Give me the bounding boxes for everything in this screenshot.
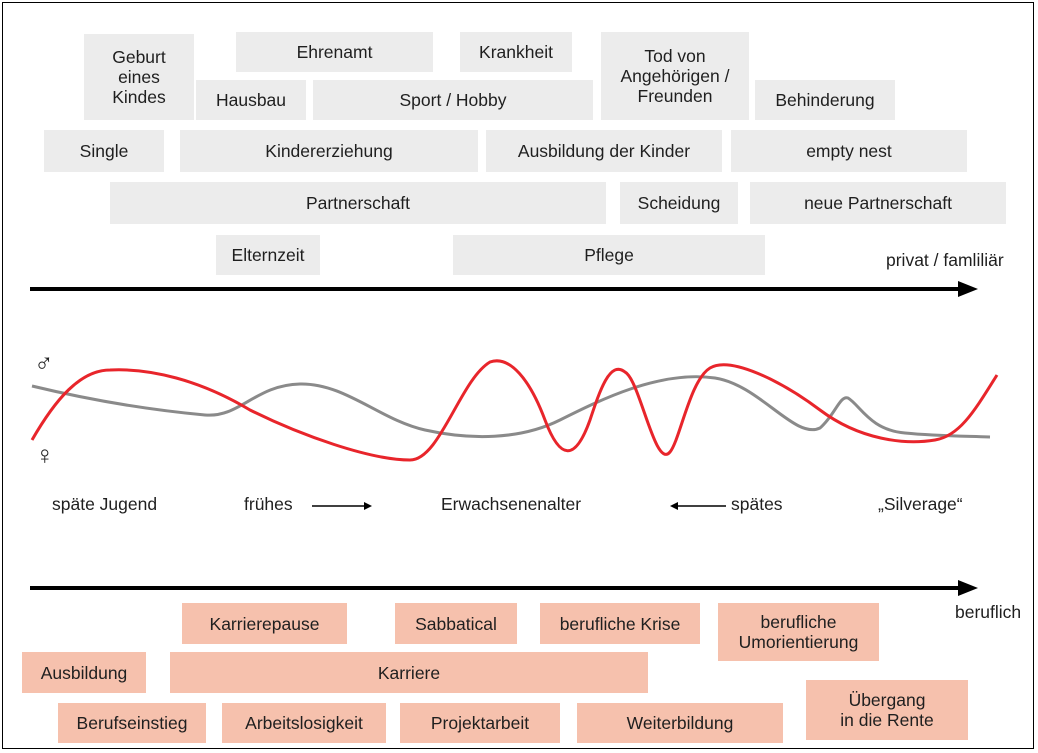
male-curve [30, 359, 999, 462]
stage-late-youth: späte Jugend [52, 494, 158, 514]
box-single: Single [44, 130, 164, 172]
female-curve [31, 375, 991, 439]
professional-axis-label: beruflich [955, 602, 1022, 622]
box-scheidung: Scheidung [620, 182, 738, 224]
box-weiterbildung: Weiterbildung [577, 703, 783, 743]
box-uebergang: Übergang in die Rente [806, 680, 968, 740]
late-arrowhead [670, 502, 678, 510]
box-tod: Tod von Angehörigen / Freunden [601, 32, 749, 120]
box-projektarbeit: Projektarbeit [400, 703, 560, 743]
box-krankheit: Krankheit [460, 32, 572, 72]
box-empty-nest: empty nest [731, 130, 967, 172]
professional-axis-arrowhead [958, 580, 978, 596]
private-axis-label: privat / famliliär [886, 250, 1004, 270]
box-partnerschaft: Partnerschaft [110, 182, 606, 224]
box-neue-partnerschaft: neue Partnerschaft [750, 182, 1006, 224]
box-elternzeit: Elternzeit [216, 235, 320, 275]
box-ehrenamt: Ehrenamt [236, 32, 433, 72]
box-pflege: Pflege [453, 235, 765, 275]
box-ausbildung-kinder: Ausbildung der Kinder [486, 130, 722, 172]
box-sport: Sport / Hobby [313, 80, 593, 120]
box-berufliche-krise: berufliche Krise [540, 603, 700, 644]
box-ausbildung: Ausbildung [22, 652, 146, 693]
male-symbol: ♂ [34, 348, 54, 378]
stage-early: frühes [244, 494, 293, 514]
box-behinderung: Behinderung [755, 80, 895, 120]
box-hausbau: Hausbau [196, 80, 306, 120]
box-berufseinstieg: Berufseinstieg [58, 703, 206, 743]
box-sabbatical: Sabbatical [395, 603, 517, 644]
box-arbeitslosigkeit: Arbeitslosigkeit [222, 703, 386, 743]
stage-silverage: „Silverage“ [878, 494, 963, 514]
female-symbol: ♀ [35, 440, 55, 470]
box-karrierepause: Karrierepause [182, 603, 347, 644]
stage-adulthood: Erwachsenenalter [441, 494, 582, 514]
box-geburt: Geburt eines Kindes [84, 34, 194, 120]
early-arrowhead [364, 502, 372, 510]
box-umorientierung: berufliche Umorientierung [718, 603, 879, 661]
stage-late: spätes [731, 494, 783, 514]
private-axis-arrowhead [958, 281, 978, 297]
box-karriere: Karriere [170, 652, 648, 693]
box-kindererziehung: Kindererziehung [180, 130, 478, 172]
